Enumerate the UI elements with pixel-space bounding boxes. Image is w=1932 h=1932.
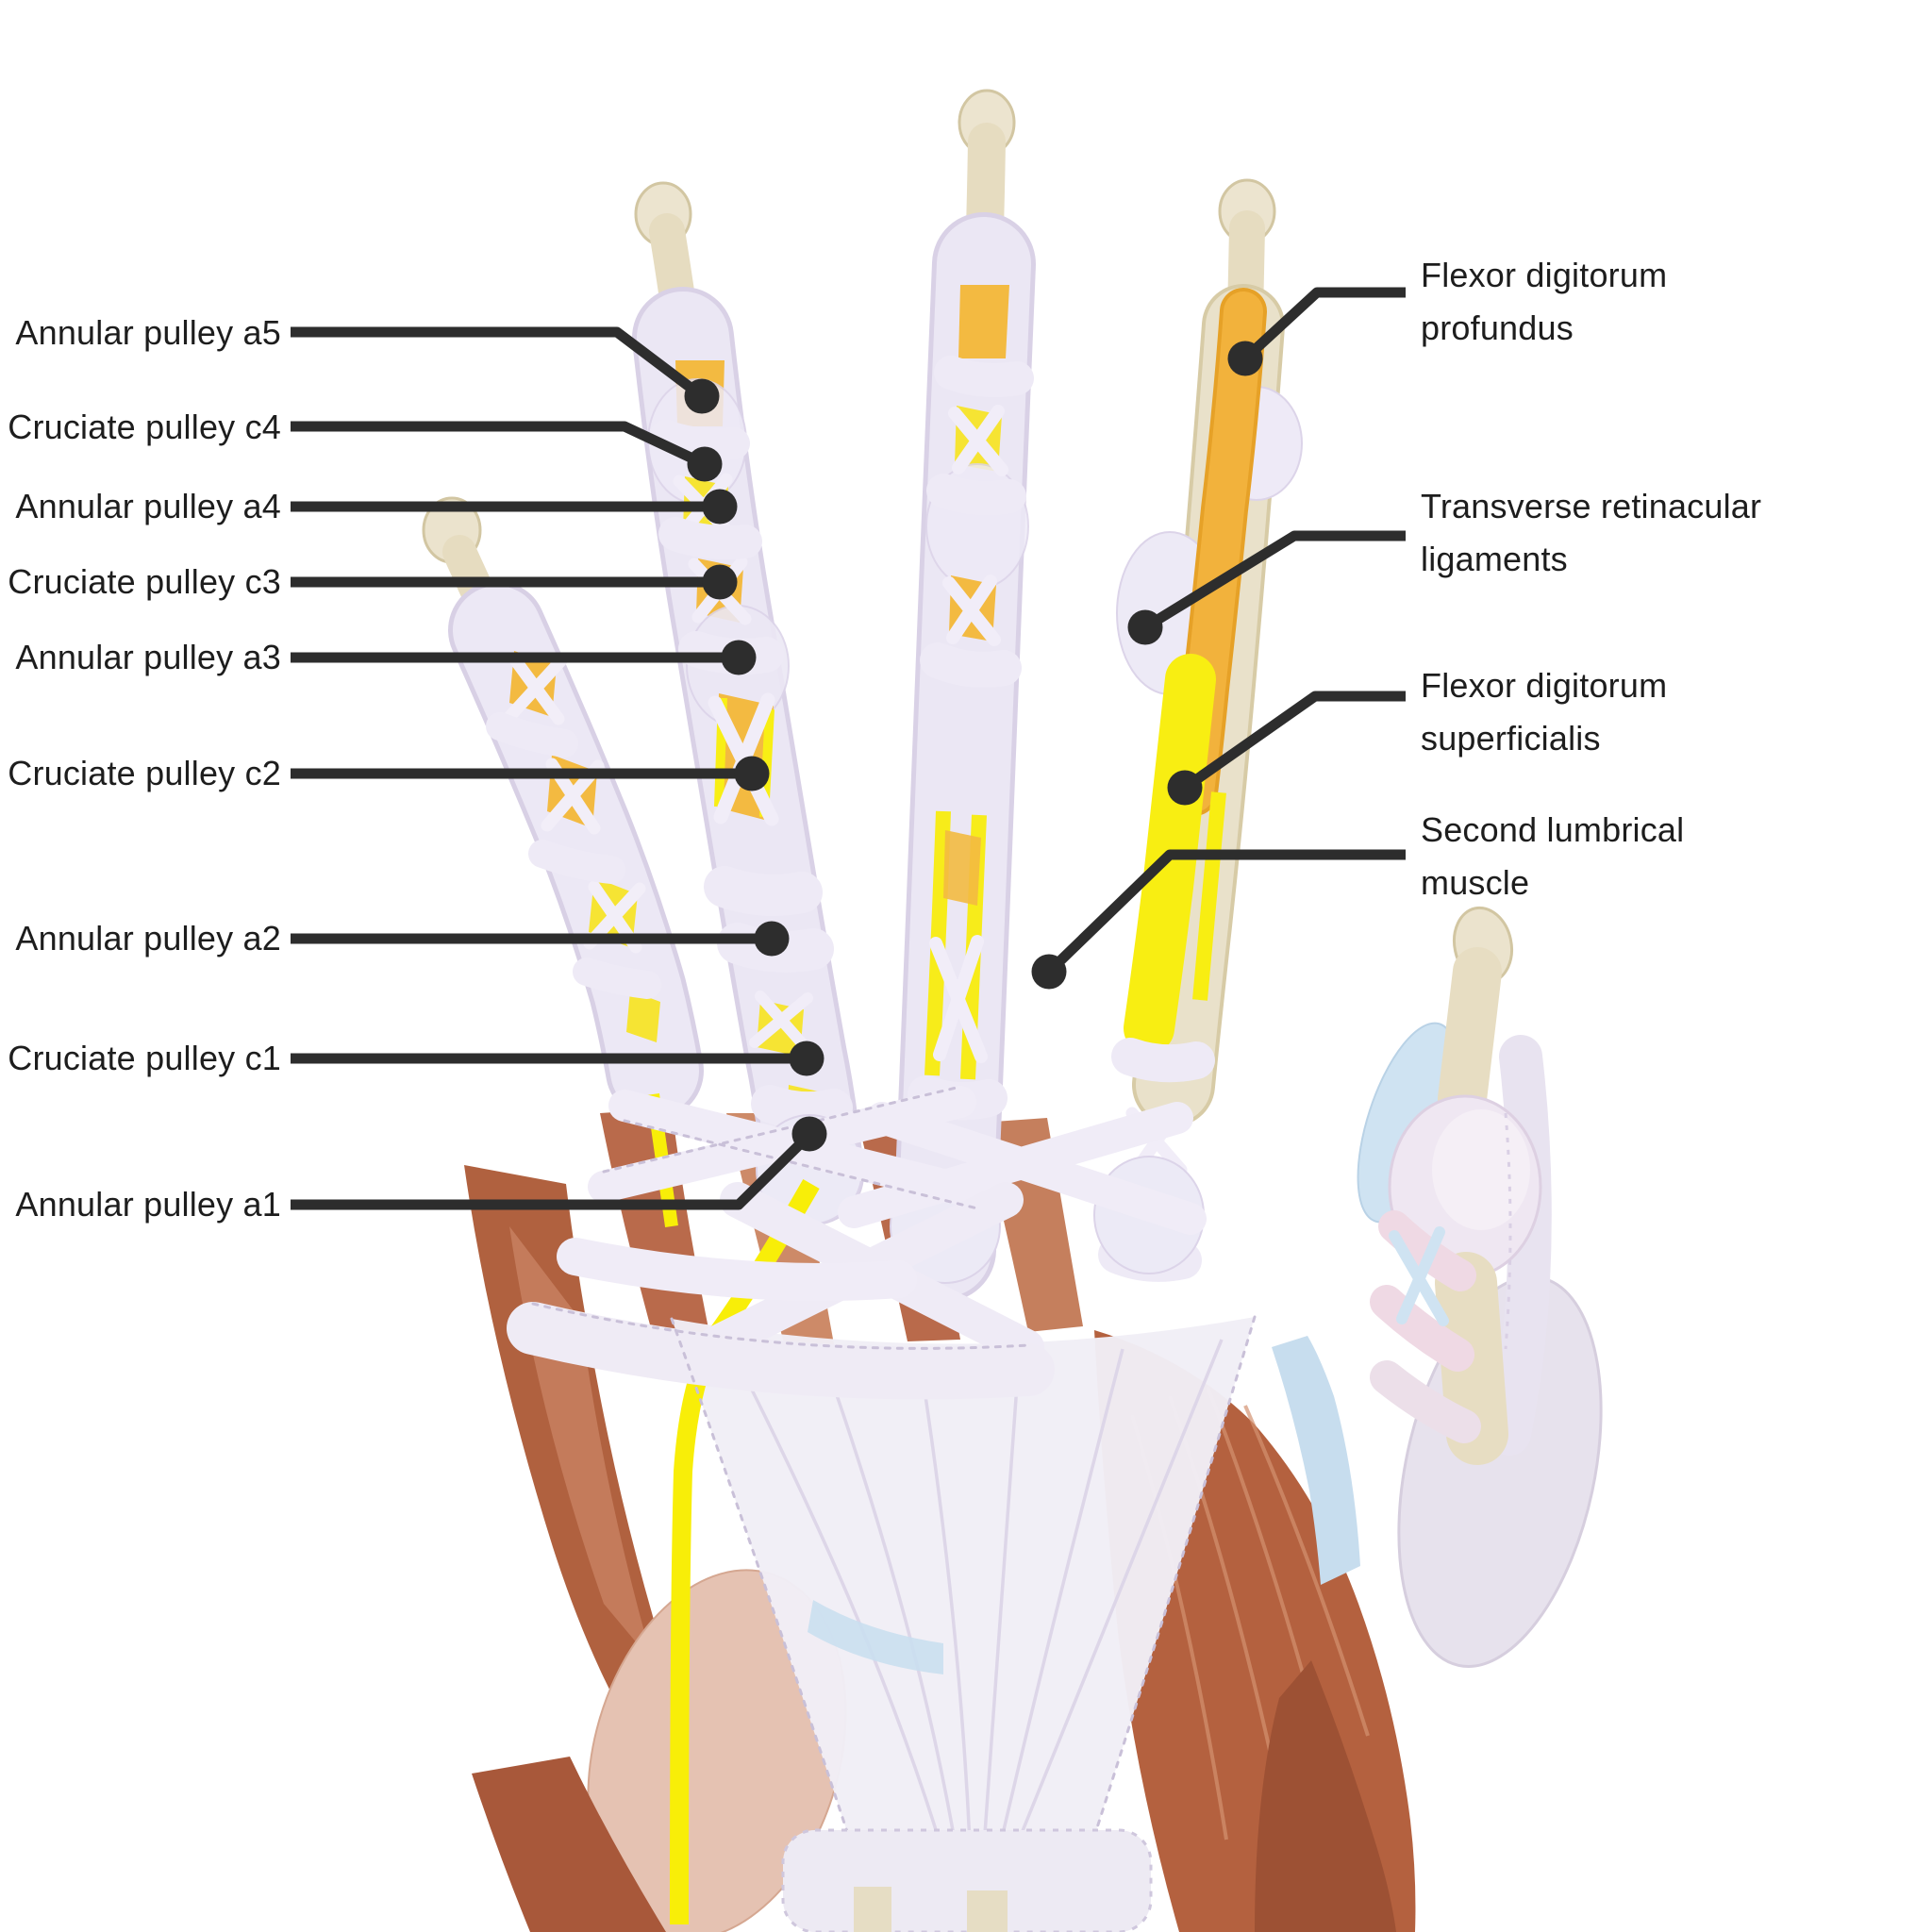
dot-cruciate-c2 [734,756,770,791]
dot-annular-a4 [702,489,738,525]
dot-slm [1031,954,1067,990]
aponeurosis-striation [724,1339,1224,1888]
dot-annular-a3 [721,640,757,675]
label-cruciate-pulley-c4: Cruciate pulley c4 [8,408,281,446]
annular-band-a1 [751,1085,853,1130]
annular-band-a5 [650,420,750,460]
label-transverse-retinacular-ligaments: Transverse retinacular ligaments [1421,487,1762,578]
label-cruciate-pulley-c2: Cruciate pulley c2 [8,754,281,792]
label-annular-pulley-a4: Annular pulley a4 [15,487,281,525]
leader-fdp [1241,287,1406,363]
little-finger [422,496,704,1120]
pink-strap [1370,1285,1474,1372]
leader-dots [684,341,1263,1152]
adductor-pollicis-muscle [1255,1660,1396,1932]
thumb-seam [1504,1112,1512,1350]
forearm-bone [854,1887,891,1932]
index-finger [1093,178,1303,1282]
label-annular-pulley-a1: Annular pulley a1 [15,1185,281,1224]
pink-strap [1370,1360,1481,1443]
dot-cruciate-c1 [789,1041,824,1076]
label-second-lumbrical-muscle: Second lumbrical muscle [1421,810,1685,902]
label-cruciate-pulley-c3: Cruciate pulley c3 [8,562,281,601]
joint-ball-highlight [1432,1109,1530,1230]
label-annular-pulley-a2: Annular pulley a2 [15,919,281,958]
dot-trl [1127,609,1163,645]
cartilage-blue-wedge [1272,1336,1360,1585]
orange-tendon-window [943,830,981,906]
label-flexor-digitorum-superficialis: Flexor digitorum superficialis [1421,666,1668,758]
dot-cruciate-c3 [702,564,738,600]
yellow-tendon-window [626,991,660,1042]
label-flexor-digitorum-profundus: Flexor digitorum profundus [1421,256,1668,347]
dot-fds [1167,770,1203,806]
dot-annular-a5 [684,378,720,414]
blue-wrist-band [808,1600,943,1674]
thumb-straps [1370,1210,1481,1443]
dot-annular-a1 [791,1116,827,1152]
thumb [1357,906,1552,1465]
transverse-palm-band [507,1302,1055,1400]
annular-band-a4 [658,517,762,559]
wrist [781,1828,1153,1932]
leader-slm [1045,849,1406,975]
thumb-lateral-strap [1488,1035,1552,1456]
palmar-aponeurosis [672,1317,1255,1928]
cruciate-cross-c1 [749,991,813,1051]
dot-fdp [1227,341,1263,376]
yellow-tendon-slip [1192,791,1226,1001]
forearm-bone [967,1890,1008,1932]
pulley-band [486,712,661,999]
leader-fds [1181,691,1406,792]
palm-strap [866,1102,1207,1235]
flexor-digitorum-superficialis-tendon [1124,654,1216,1054]
blue-cross [1396,1226,1445,1324]
leader-annular-a1 [291,1131,813,1210]
leader-lines [291,287,1406,1210]
aponeurosis-fan [672,1317,1255,1928]
annular-band-a2 [704,866,823,916]
dot-cruciate-c4 [687,446,723,482]
leader-annular-a5 [291,326,706,401]
orange-tendon-window [958,285,1009,358]
leader-cruciate-c4 [291,421,708,469]
bone-shaft [1438,947,1502,1124]
deep-red-muscle [472,1757,666,1932]
label-annular-pulley-a3: Annular pulley a3 [15,638,281,676]
leader-trl [1142,530,1406,632]
muscle-striation [1243,1405,1370,1737]
cruciate-cross [929,405,1008,1063]
label-cruciate-pulley-c1: Cruciate pulley c1 [8,1039,281,1077]
palm-strap [557,1238,917,1301]
dot-annular-a2 [754,921,790,957]
label-annular-pulley-a5: Annular pulley a5 [15,313,281,352]
